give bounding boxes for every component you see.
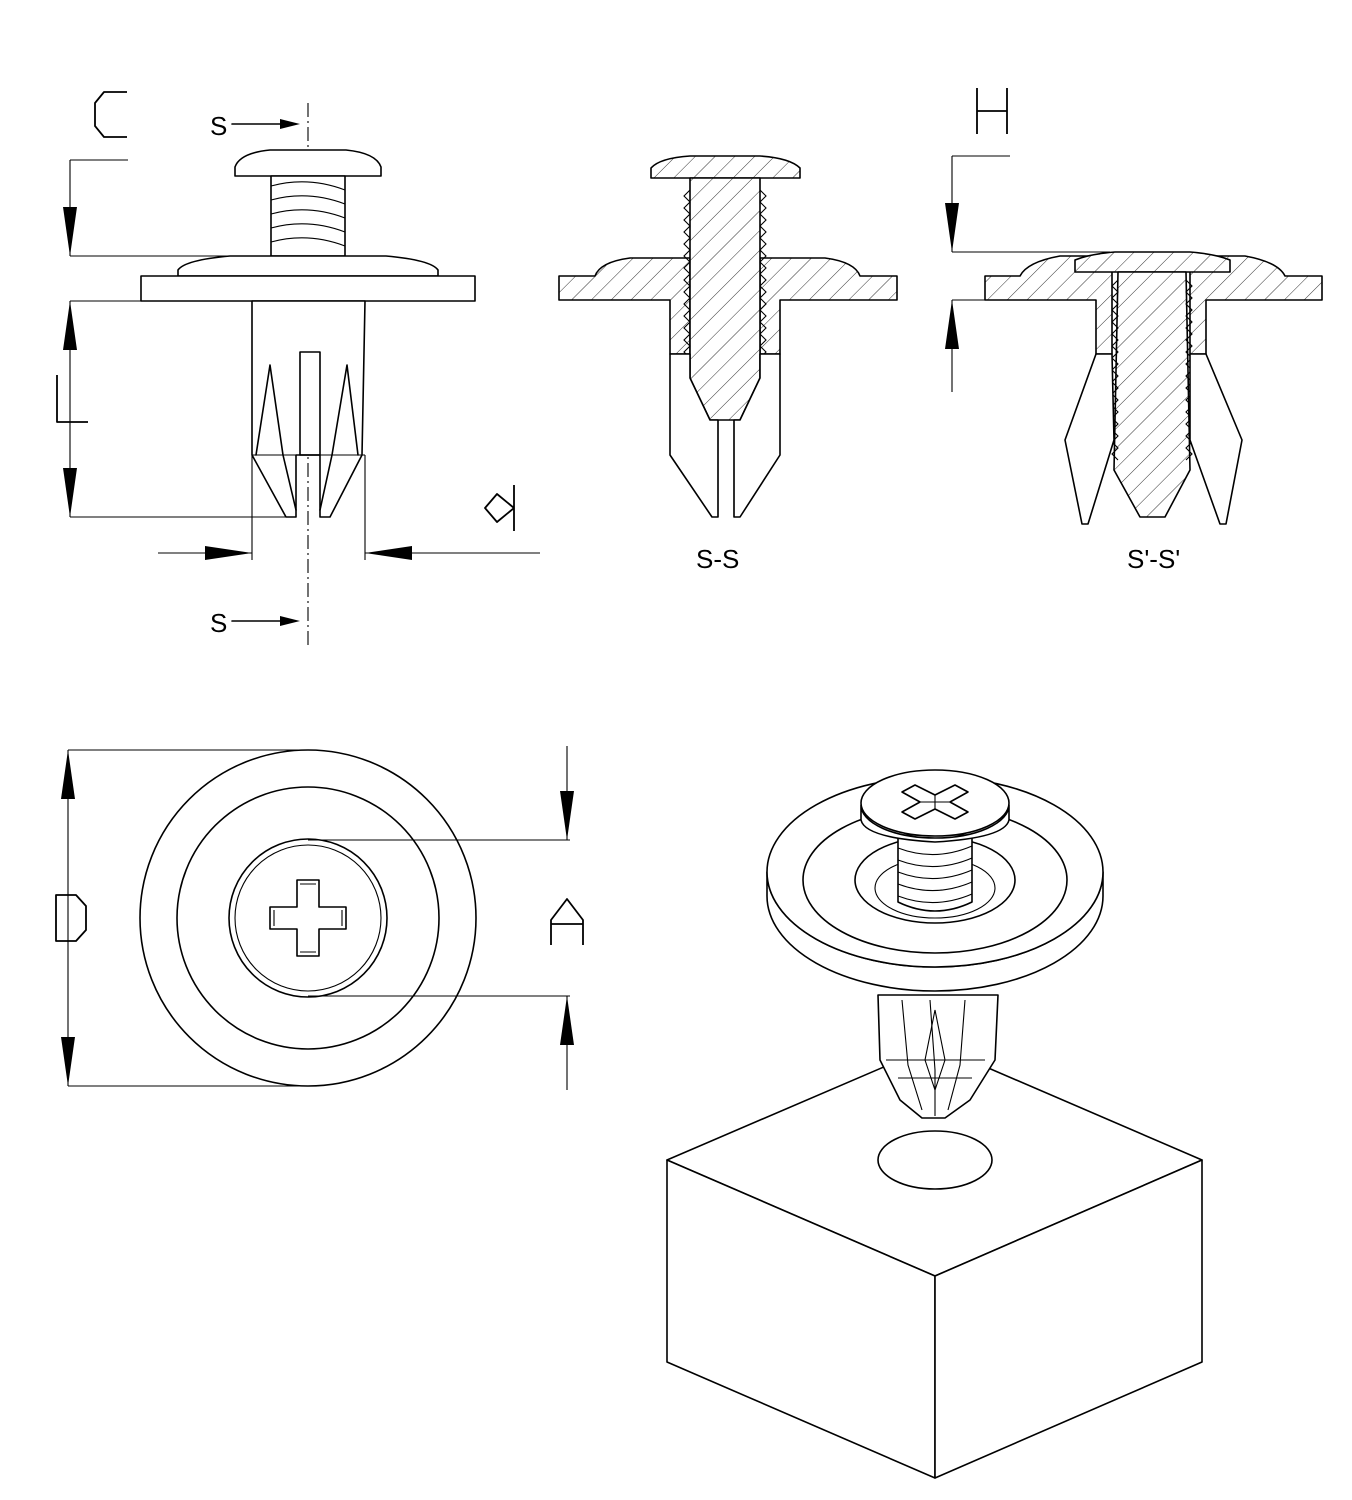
block-right-face	[934, 1159, 1203, 1479]
iso-thread-lines	[897, 845, 973, 904]
dimension-d-large	[55, 749, 308, 1087]
section-mark-bottom	[231, 616, 300, 626]
section-title-s-prime: S'-S'	[1127, 544, 1180, 574]
screw-head	[234, 149, 382, 177]
flange-outer-circle	[139, 749, 477, 1087]
dimension-h	[945, 88, 1110, 392]
clip-leg-right	[319, 364, 359, 511]
section-prime-screw	[1113, 271, 1191, 518]
flange	[140, 275, 476, 302]
section-mark-bottom-label: S	[210, 608, 227, 638]
label-a-glyph	[550, 898, 584, 945]
section-mark-top-label: S	[210, 111, 227, 141]
isometric-view	[666, 769, 1203, 1479]
section-prime-head	[1074, 251, 1231, 273]
clip-leg-left	[255, 364, 297, 511]
section-s-s	[558, 155, 898, 518]
dimension-l	[56, 300, 296, 518]
section-prime-leg-left	[1064, 353, 1115, 525]
label-d-small-glyph	[484, 485, 515, 531]
iso-screw-thread	[897, 834, 973, 912]
screw-thread	[270, 175, 346, 257]
head-circle	[228, 838, 388, 998]
label-l-glyph	[56, 375, 88, 423]
section-flange-right	[759, 257, 898, 355]
front-view	[56, 91, 540, 645]
iso-clip-body	[877, 994, 999, 1119]
washer-circle	[176, 786, 440, 1050]
label-c-glyph	[94, 91, 127, 138]
dimension-a	[308, 746, 584, 1090]
label-d-large-glyph	[55, 894, 87, 942]
phillips-cross-icon	[269, 879, 347, 957]
top-view	[55, 746, 584, 1090]
section-title-s-s: S-S	[696, 544, 739, 574]
dimension-c	[63, 91, 270, 257]
section-head	[650, 155, 801, 179]
section-prime-leg-right	[1189, 353, 1243, 525]
clip-body	[251, 300, 366, 518]
washer-dome	[177, 255, 439, 277]
head-rim-circle	[234, 844, 382, 992]
mounting-hole	[877, 1130, 993, 1190]
label-h-glyph	[976, 88, 1008, 134]
section-s-prime	[945, 88, 1323, 525]
section-mark-top	[231, 119, 300, 129]
dimension-d-small	[158, 455, 540, 560]
iso-screw-head-side	[860, 804, 1010, 843]
section-flange-left	[558, 257, 691, 355]
section-screw	[689, 177, 761, 421]
thread-lines	[270, 181, 346, 247]
